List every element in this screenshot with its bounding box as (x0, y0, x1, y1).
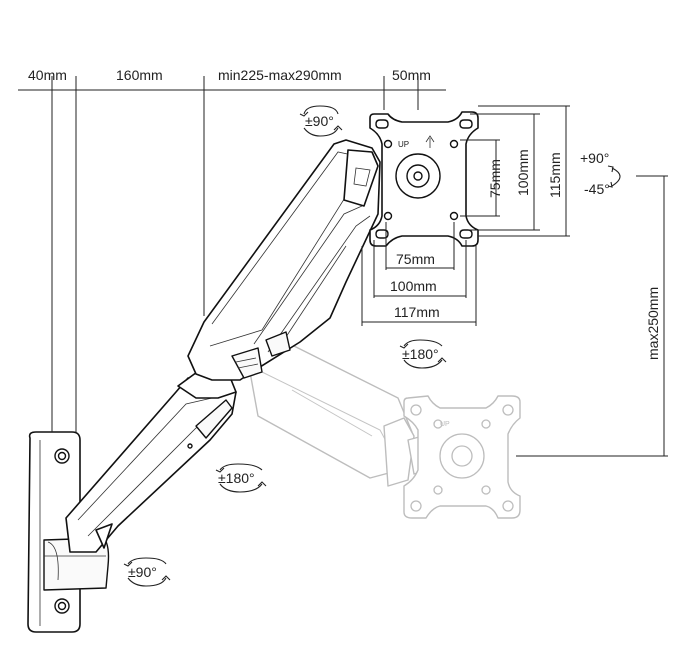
rotation-arrow-icon-head-swivel (299, 105, 343, 137)
dim-vesa-small-width: 75mm (396, 251, 435, 267)
wall-plate (27, 431, 110, 633)
lower-arm (65, 363, 237, 553)
rot-tilt-up: +90° (580, 150, 609, 166)
rotation-arrow-icon-wall-swivel (123, 557, 171, 587)
ghost-arm-lowered (249, 339, 435, 487)
vesa-plate: UP (369, 111, 479, 247)
dim-wall-plate-depth: 40mm (28, 67, 67, 83)
rotation-arrow-icon-head-rotation (399, 339, 447, 369)
rotation-arrow-icon-tilt (607, 165, 621, 188)
dim-height-adjust: max250mm (645, 287, 661, 360)
dim-plate-width: 117mm (394, 304, 440, 320)
upper-arm (187, 139, 381, 381)
rot-wall-swivel: ±90° (128, 564, 157, 580)
dim-vesa-small-height: 75mm (487, 159, 503, 198)
ghost-vesa-plate: UP (403, 395, 521, 519)
up-arrow-icon (425, 135, 435, 148)
dim-vesa-large-width: 100mm (390, 278, 437, 294)
rot-arm-joint: ±180° (218, 470, 255, 486)
dim-arm-extension: min225-max290mm (218, 67, 342, 83)
rot-tilt-down: -45° (584, 181, 610, 197)
dim-plate-height: 115mm (547, 152, 563, 198)
rot-head-rotation: ±180° (402, 346, 439, 362)
dimension-lines (18, 76, 668, 457)
dim-vesa-large-height: 100mm (515, 149, 531, 196)
dim-head-depth: 50mm (392, 67, 431, 83)
rotation-arrow-icon-arm-joint (215, 463, 267, 493)
plate-up-label: UP (398, 140, 409, 149)
svg-text:UP: UP (440, 421, 450, 428)
rot-head-swivel: ±90° (305, 113, 334, 129)
dim-arm-length: 160mm (116, 67, 163, 83)
